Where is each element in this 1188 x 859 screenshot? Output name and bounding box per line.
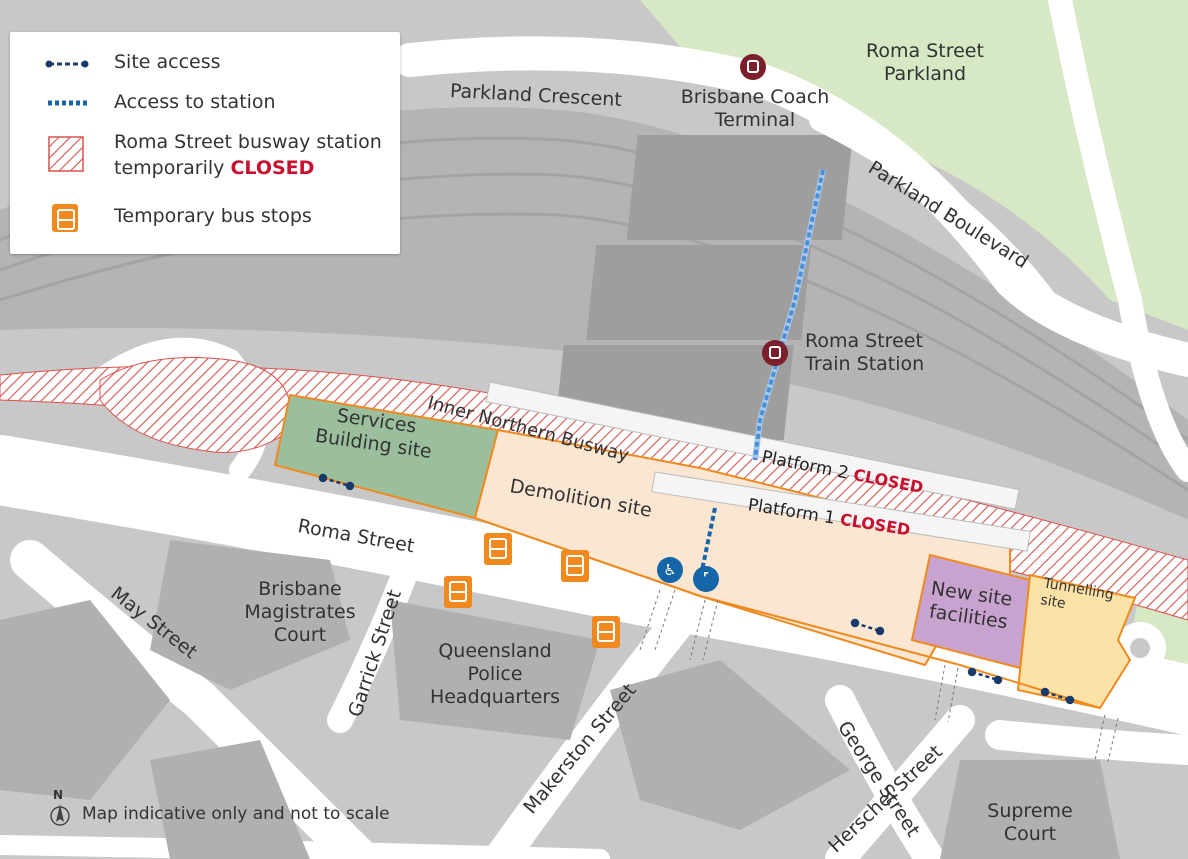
north-label: N <box>53 788 64 802</box>
stairs-icon: ⌜ <box>693 566 719 592</box>
bus-stop-icon <box>561 550 589 582</box>
access-to-station-link <box>698 507 717 581</box>
coach-terminal-icon <box>740 54 766 80</box>
police-label-line2: Police <box>467 662 523 685</box>
garrick-street-road <box>327 547 423 733</box>
supreme-label-line1: Supreme <box>987 800 1073 822</box>
police-label-line3: Headquarters <box>429 685 561 708</box>
train-station-icon <box>762 340 788 366</box>
access-to-station-legend-icon <box>48 100 88 106</box>
george-street-road <box>825 685 945 859</box>
train-label-line1: Roma Street <box>805 330 923 352</box>
bus-stop-icon <box>484 533 512 565</box>
map-disclaimer: Map indicative only and not to scale <box>82 804 390 824</box>
police-label-line1: Queensland <box>438 640 552 662</box>
legend-site-access: Site access <box>114 51 221 73</box>
legend-busway-closed-line1: Roma Street busway station <box>114 131 382 153</box>
busway-closed-legend-icon <box>48 136 84 172</box>
parkland-label-line1: Roma Street <box>866 40 984 62</box>
north-arrow-icon <box>50 804 70 826</box>
tunnelling-site <box>1016 573 1137 710</box>
city-block-building <box>610 660 850 830</box>
legend-temporary-bus-stops: Temporary bus stops <box>114 205 312 227</box>
supreme-court-building <box>940 760 1120 859</box>
magistrates-label-line3: Court <box>273 623 327 646</box>
magistrates-court-label: Brisbane Magistrates Court <box>225 578 375 646</box>
parkland-label-line2: Parkland <box>883 62 967 85</box>
coach-terminal-label: Brisbane Coach Terminal <box>675 86 835 132</box>
police-hq-label: Queensland Police Headquarters <box>415 640 575 708</box>
coach-label-line1: Brisbane Coach <box>680 86 830 108</box>
parkland-boulevard-road <box>809 109 1071 331</box>
map-legend: Site access Access to station Roma Stree… <box>10 32 400 254</box>
busway-closed-loop <box>99 357 292 453</box>
lower-left-block <box>0 600 170 800</box>
train-station-label: Roma Street Train Station <box>805 330 924 376</box>
magistrates-label-line1: Brisbane <box>258 578 342 600</box>
legend-closed-word: CLOSED <box>230 156 315 179</box>
may-street-road <box>10 540 380 859</box>
herschel-street-road <box>825 705 975 859</box>
site-access-legend-icon <box>45 60 89 68</box>
station-platforms <box>553 135 853 440</box>
roundabout-centre <box>1130 638 1150 658</box>
legend-busway-closed: Roma Street busway station temporarily C… <box>114 130 382 181</box>
roma-street-parkland-label: Roma Street Parkland <box>850 40 1000 86</box>
crossings <box>639 589 1119 763</box>
coach-label-line2: Terminal <box>714 108 796 131</box>
buildings <box>0 540 1120 859</box>
train-label-line2: Train Station <box>805 352 925 375</box>
lower-right-road <box>985 720 1188 765</box>
platform-2-bar <box>485 381 1020 510</box>
legend-access-to-station: Access to station <box>114 91 276 113</box>
bus-stop-icon <box>444 576 472 608</box>
platform-1-bar <box>651 471 1031 552</box>
wheelchair-icon: ♿ <box>657 557 683 583</box>
supreme-label-line2: Court <box>1003 822 1057 845</box>
site-access-markers <box>318 473 1075 705</box>
lower-left-block-2 <box>150 740 310 859</box>
bus-stop-icon <box>52 204 78 232</box>
magistrates-label-line2: Magistrates <box>244 600 356 623</box>
makerston-street-road <box>483 603 697 859</box>
right-curve-road <box>1048 0 1188 482</box>
legend-busway-closed-line2: temporarily CLOSED <box>114 156 382 182</box>
police-hq-building <box>390 600 600 740</box>
bus-stop-icon <box>592 616 620 648</box>
legend-temporarily: temporarily <box>114 156 225 179</box>
supreme-court-label: Supreme Court <box>975 800 1085 846</box>
magistrates-court-building <box>150 540 350 690</box>
